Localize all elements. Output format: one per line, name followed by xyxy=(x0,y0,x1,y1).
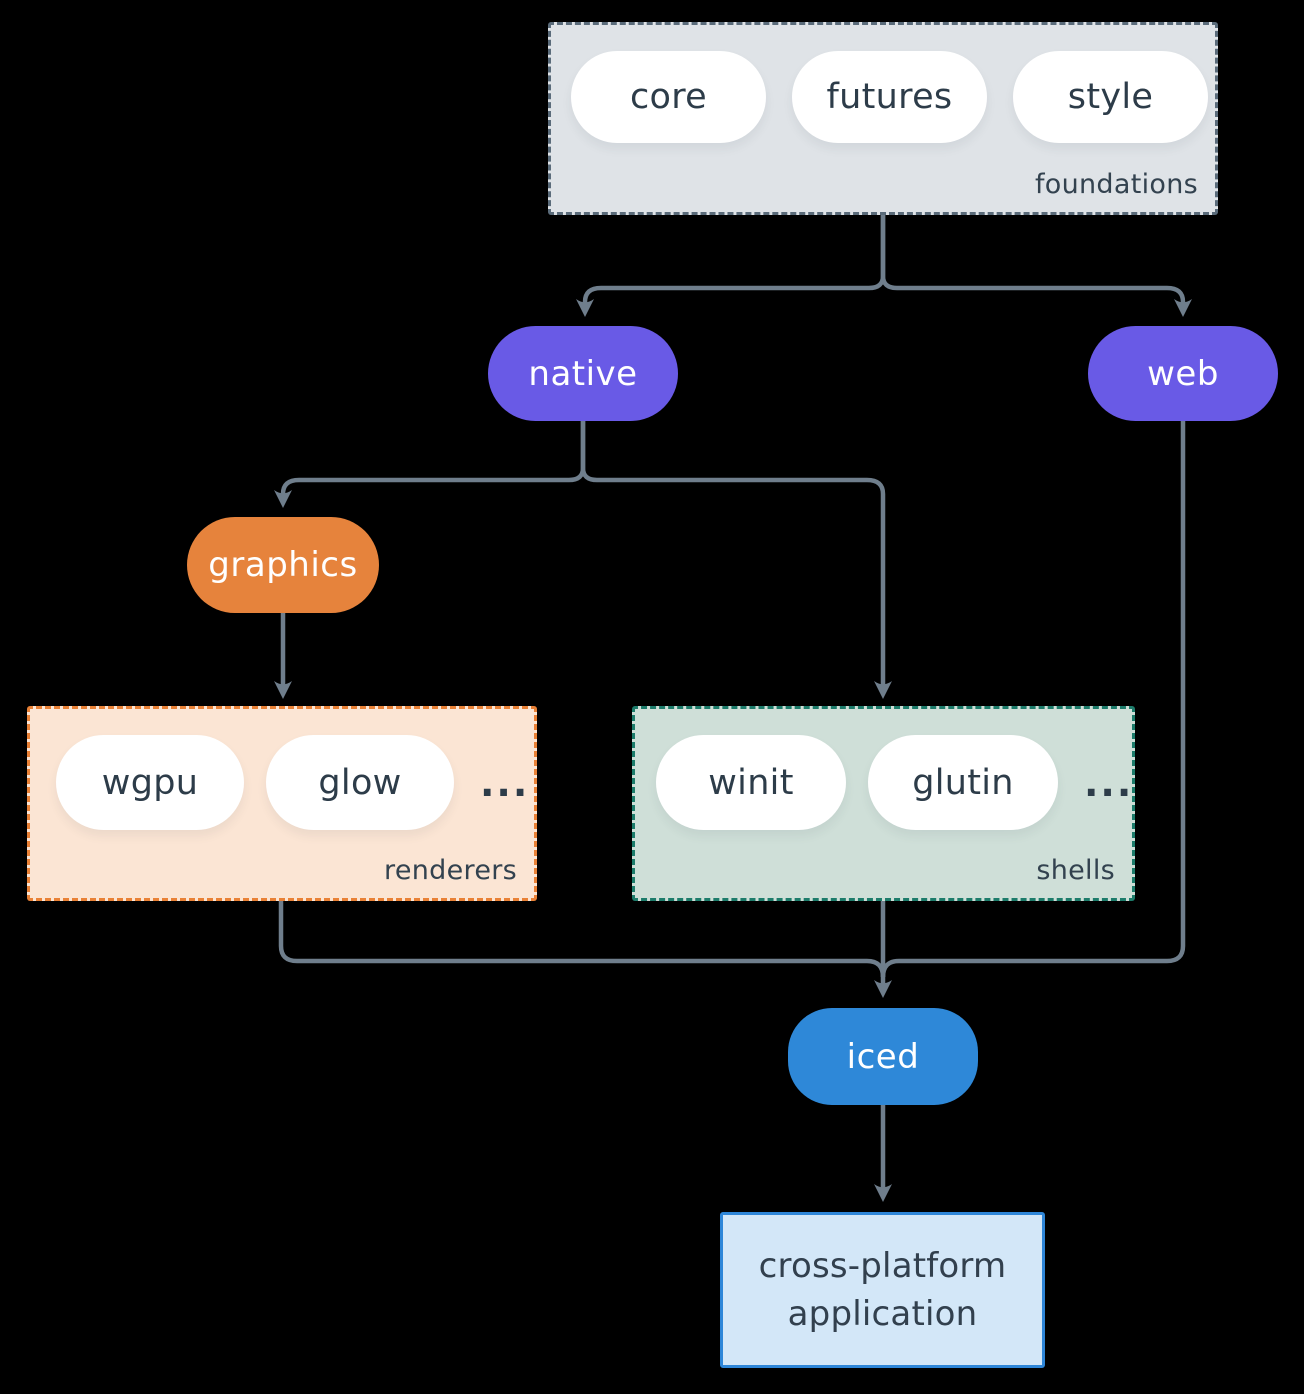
group-shells: winit glutin ... shells xyxy=(632,706,1135,901)
node-web: web xyxy=(1088,326,1278,421)
shells-label: shells xyxy=(1036,855,1115,886)
renderers-label: renderers xyxy=(384,855,517,886)
node-cross-platform-application: cross-platform application xyxy=(720,1212,1045,1368)
renderers-pill-row: wgpu glow ... xyxy=(30,709,534,830)
node-iced: iced xyxy=(788,1008,978,1105)
arrow-native-to-shells xyxy=(580,421,892,699)
line-renderers-to-merge xyxy=(278,901,886,978)
shells-pill-row: winit glutin ... xyxy=(635,709,1132,830)
node-style: style xyxy=(1013,51,1208,143)
node-winit: winit xyxy=(656,735,846,830)
node-futures: futures xyxy=(792,51,987,143)
arrow-native-to-graphics xyxy=(274,421,586,508)
node-glow: glow xyxy=(266,735,454,830)
node-wgpu: wgpu xyxy=(56,735,244,830)
node-graphics: graphics xyxy=(187,517,379,613)
arrow-foundations-to-web xyxy=(880,215,1192,317)
foundations-label: foundations xyxy=(1034,169,1198,200)
group-renderers: wgpu glow ... renderers xyxy=(27,706,537,901)
node-native: native xyxy=(488,326,678,421)
shells-ellipsis: ... xyxy=(1084,760,1134,805)
arrow-foundations-to-native xyxy=(576,215,886,317)
renderers-ellipsis: ... xyxy=(480,760,530,805)
node-glutin: glutin xyxy=(868,735,1058,830)
group-foundations: core futures style foundations xyxy=(548,22,1218,215)
node-core: core xyxy=(571,51,766,143)
foundations-pill-row: core futures style xyxy=(551,25,1215,143)
